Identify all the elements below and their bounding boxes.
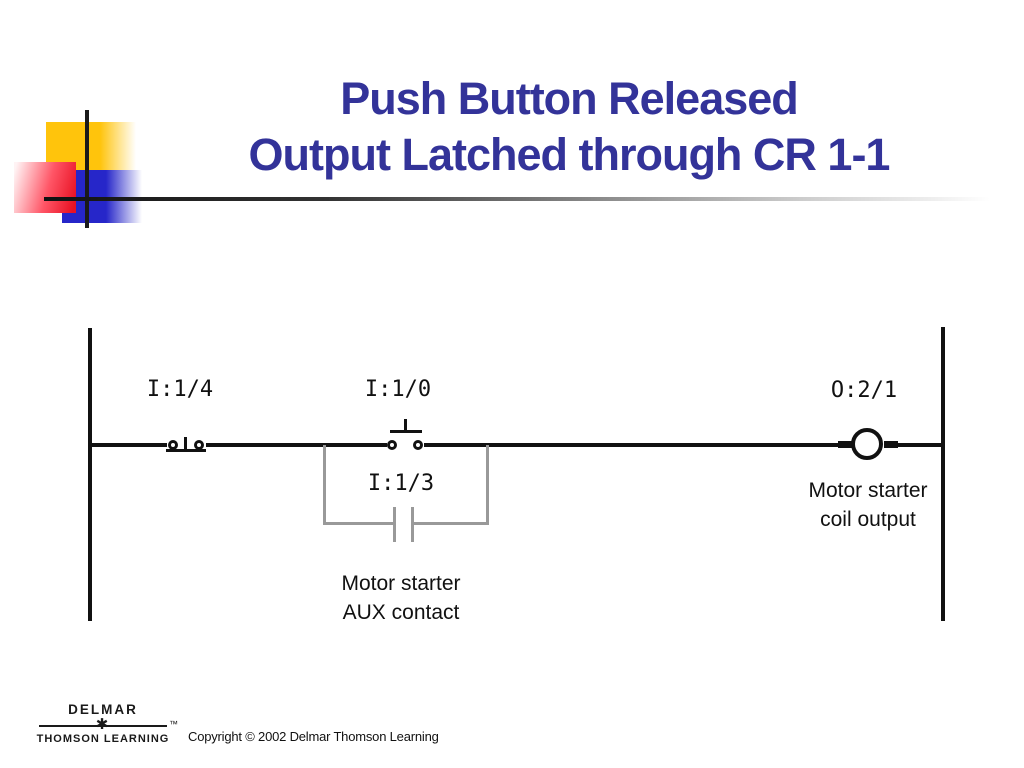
no-pushbutton-left-terminal-icon [387,440,397,450]
nc-pushbutton-actuator-icon [184,437,187,450]
no-pushbutton-bridge-bar-icon [390,430,422,433]
coil-circle-icon [851,428,883,460]
coil-device-label: Motor starter coil output [808,476,927,534]
branch-device-label-line1: Motor starter [341,572,461,595]
slide-title-line1: Push Button Released [340,73,799,124]
coil-device-label-line1: Motor starter [808,479,928,502]
branch-left-vertical-wire [323,445,326,525]
rung-wire-segment-1 [90,443,167,447]
no-pushbutton-right-terminal-icon [413,440,423,450]
branch-right-vertical-wire [486,445,489,525]
logo-star-icon: ✱ [95,716,109,733]
decoration-red-gradient-square [14,162,76,213]
slide-title-line2: Output Latched through CR 1-1 [248,129,891,180]
rung-wire-segment-2 [206,443,387,447]
title-underline-rule [44,197,990,201]
left-power-rail [88,328,92,621]
contact-address-label: I:1/4 [146,377,214,402]
no-contact-left-plate-icon [393,507,396,542]
slide-title: Push Button Released Output Latched thro… [139,71,999,183]
rung-wire-segment-3 [424,443,838,447]
rung-wire-segment-4 [898,443,943,447]
logo-trademark-symbol: ™ [169,719,178,729]
branch-device-label: Motor starter AUX contact [341,569,460,627]
coil-address-label: O:2/1 [830,378,898,403]
logo-delmar-text: DELMAR [68,702,138,717]
coil-left-stub-icon [838,441,852,448]
branch-device-label-line2: AUX contact [342,601,460,624]
no-pushbutton-actuator-icon [404,419,407,430]
nc-pushbutton-bridge-bar-icon [166,449,206,452]
logo-rule [39,725,167,727]
nc-pushbutton-left-terminal-icon [168,440,178,450]
decoration-vertical-line [85,110,89,228]
coil-device-label-line2: coil output [820,508,916,531]
coil-right-stub-icon [884,441,898,448]
branch-horizontal-wire-right [414,522,489,525]
logo-thomson-learning-text: THOMSON LEARNING [36,733,170,745]
nc-pushbutton-right-terminal-icon [194,440,204,450]
no-contact-right-plate-icon [411,507,414,542]
right-power-rail [941,327,945,621]
copyright-notice: Copyright © 2002 Delmar Thomson Learning [188,729,439,744]
branch-address-label: I:1/3 [367,471,435,496]
branch-horizontal-wire-left [323,522,393,525]
contact-address-label: I:1/0 [364,377,432,402]
